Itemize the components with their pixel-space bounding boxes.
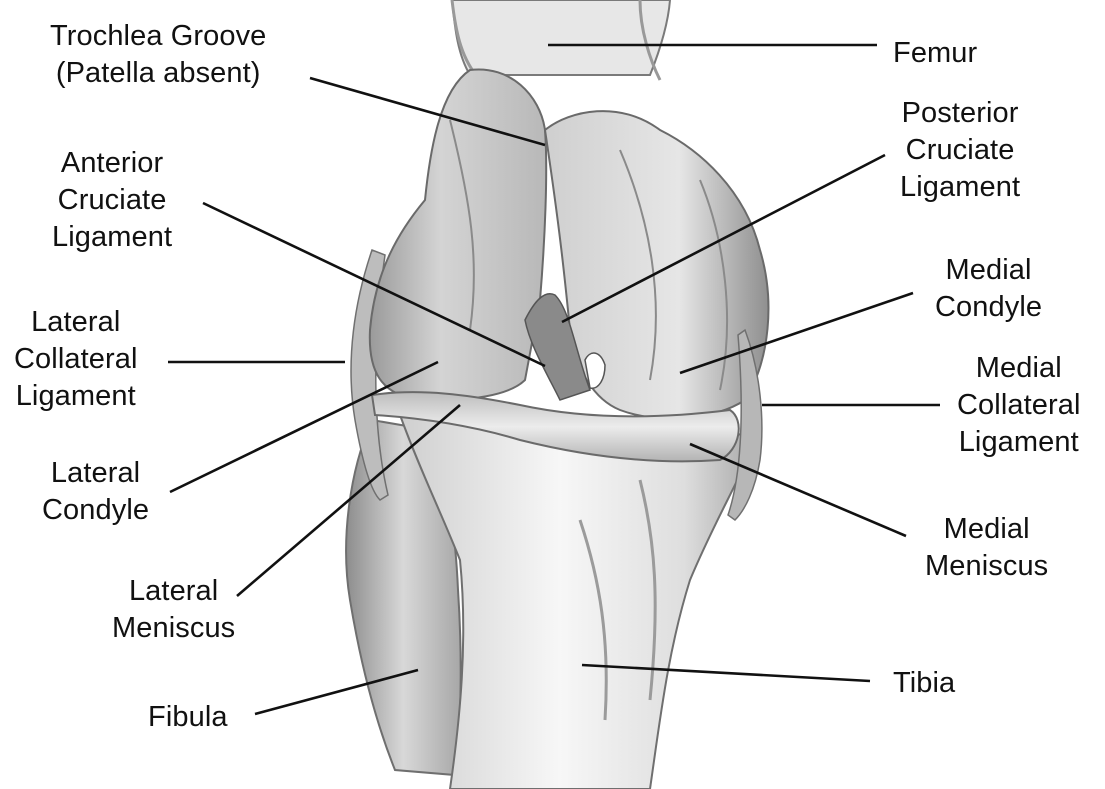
label-tibia: Tibia xyxy=(893,665,955,702)
label-trochlea-groove: Trochlea Groove(Patella absent) xyxy=(50,18,266,92)
femur-shaft xyxy=(452,0,670,75)
label-fibula: Fibula xyxy=(148,699,228,736)
label-femur: Femur xyxy=(893,35,977,72)
